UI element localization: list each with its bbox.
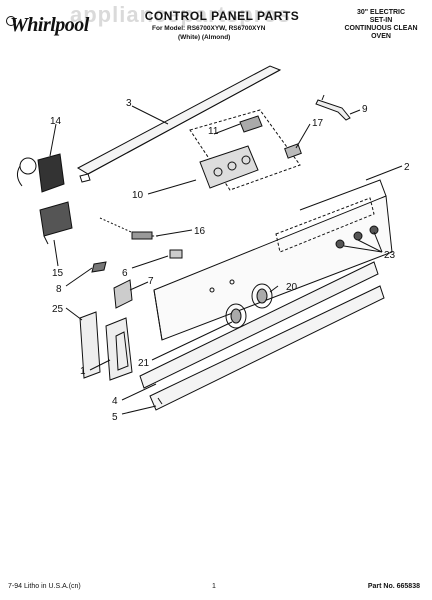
- callout-label: 4: [112, 396, 118, 407]
- callout-label: 21: [138, 358, 150, 369]
- callout-label: 8: [56, 284, 62, 295]
- leader-lines: [49, 105, 403, 415]
- callout-label: 9: [362, 104, 368, 115]
- callout-label: 10: [132, 190, 144, 201]
- end-cap-part: [105, 317, 133, 381]
- knob-part: [251, 283, 273, 309]
- oven-desc-line: 30" ELECTRIC: [356, 9, 406, 16]
- brand-name: Whirlpool: [10, 14, 89, 36]
- brand-logo: Whirlpool: [6, 10, 98, 38]
- callout-label: 11: [208, 126, 219, 137]
- callout-label: 2: [404, 162, 410, 173]
- callout-label: 5: [112, 412, 118, 423]
- knob-part: [225, 303, 247, 329]
- wire-part: [99, 217, 160, 240]
- lower-trim-part: [139, 261, 385, 411]
- callout-label: 20: [286, 282, 298, 293]
- page-number: 1: [212, 583, 216, 590]
- callout-label: 16: [194, 226, 206, 237]
- logo-mark-icon: [6, 16, 16, 26]
- trim-strip-part: [76, 65, 282, 183]
- oven-description: 30" ELECTRIC SET-IN CONTINUOUS CLEAN OVE…: [344, 9, 418, 41]
- callout-label: 6: [122, 268, 128, 279]
- clip-part: [91, 261, 107, 273]
- oven-desc-line: CONTINUOUS CLEAN: [344, 25, 418, 32]
- switch-housing-part: [189, 109, 301, 191]
- bracket-part: [315, 94, 351, 121]
- callout-label: 3: [126, 98, 132, 109]
- callout-label: 14: [50, 116, 62, 127]
- page-title: CONTROL PANEL PARTS: [144, 9, 300, 23]
- part-number: Part No. 665838: [367, 583, 420, 590]
- callout-label: 1: [80, 366, 86, 377]
- bracket-small-part: [113, 279, 133, 309]
- callout-label: 25: [52, 304, 64, 315]
- screw-part: [335, 225, 379, 249]
- oven-desc-line: OVEN: [371, 33, 391, 40]
- callout-label: 17: [312, 118, 324, 129]
- end-cap-part: [79, 311, 101, 379]
- color-line: (White) (Almond): [178, 34, 231, 41]
- oven-desc-line: SET-IN: [369, 17, 393, 24]
- callout-label: 23: [384, 250, 396, 261]
- relay-part: [39, 201, 73, 245]
- control-panel-part: [153, 179, 393, 341]
- callout-label: 7: [148, 276, 154, 287]
- callout-label: 15: [52, 268, 64, 279]
- switch-part: [284, 143, 302, 159]
- model-line: For Model: RS6700XYW, RS6700XYN: [152, 25, 266, 32]
- timer-part: [16, 153, 65, 193]
- litho-line: 7-94 Litho in U.S.A.(cn): [8, 583, 81, 590]
- plug-part: [169, 249, 183, 259]
